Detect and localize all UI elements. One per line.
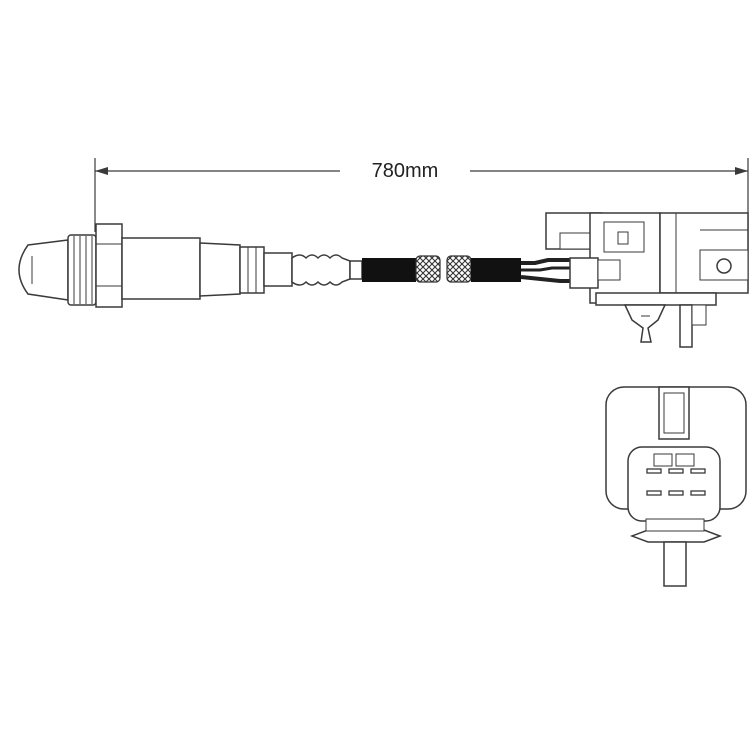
cable-braid-right — [446, 255, 472, 283]
sensor-crimp — [239, 246, 265, 294]
sensor-probe — [18, 223, 351, 308]
pin-6 — [690, 490, 706, 496]
pin-3 — [690, 468, 706, 474]
pin-1 — [646, 468, 662, 474]
pin-5 — [668, 490, 684, 496]
connector-cable-entry — [569, 257, 599, 289]
sensor-hex-nut — [95, 223, 123, 308]
connector-front-face — [627, 446, 721, 522]
dimension-arrow-right — [735, 167, 748, 175]
connector-hole — [716, 258, 732, 274]
sensor-shell — [121, 237, 201, 300]
cable — [349, 255, 600, 283]
connector-front-tab — [663, 541, 687, 587]
cable-sleeve-right — [471, 258, 521, 282]
connector-front-view — [605, 386, 747, 587]
sensor-tip — [18, 239, 69, 301]
cable-braid-left — [415, 255, 441, 283]
sensor-boot — [291, 254, 351, 286]
connector-base — [595, 292, 717, 306]
dimension-arrow-left — [95, 167, 108, 175]
connector-clip — [623, 304, 667, 343]
connector-front-clip — [629, 529, 723, 543]
cable-sleeve-left — [362, 258, 416, 282]
pin-4 — [646, 490, 662, 496]
connector-pins — [646, 468, 706, 496]
length-dimension-label: 780mm — [340, 157, 470, 185]
connector-tab — [679, 304, 693, 348]
pin-2 — [668, 468, 684, 474]
connector-side-view — [545, 212, 749, 348]
